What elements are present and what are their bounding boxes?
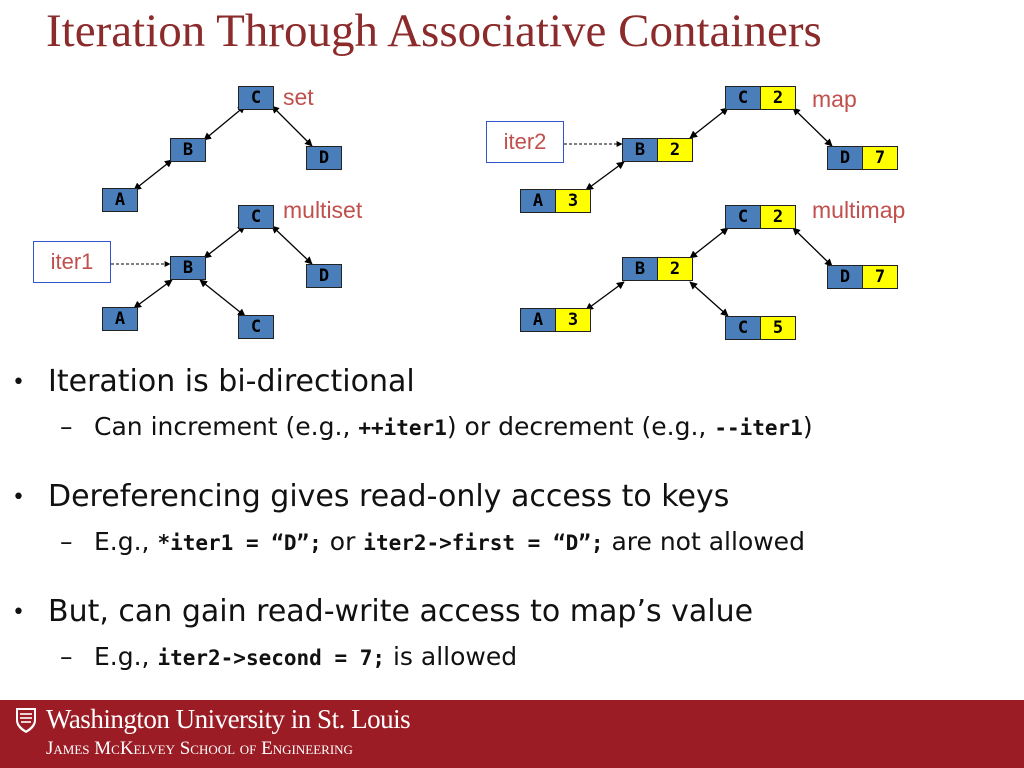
node-key: D: [828, 266, 862, 288]
code-snippet: iter2->second = 7;: [157, 646, 386, 670]
bullet-1: • Iteration is bi-directional: [12, 364, 415, 399]
map-label: map: [812, 86, 857, 112]
bullet-2-text: Dereferencing gives read-only access to …: [48, 479, 730, 514]
code-snippet: *iter1 = “D”;: [157, 531, 322, 555]
slide-title: Iteration Through Associative Containers: [46, 5, 822, 57]
tree-diagram: [111, 105, 833, 317]
edge: [133, 279, 173, 309]
node-key: C: [239, 316, 273, 338]
sub-text: ): [802, 412, 813, 441]
sub-text: E.g.,: [94, 527, 158, 556]
node-value: 7: [862, 266, 897, 288]
node-value: 2: [657, 139, 692, 161]
node-key: C: [239, 206, 273, 228]
node-value: 7: [862, 147, 897, 169]
bullet-dot: •: [12, 485, 25, 510]
node-key: C: [726, 206, 760, 228]
edge: [792, 227, 833, 267]
node-key: C: [239, 87, 273, 109]
dash-marker: –: [60, 642, 73, 671]
node-key: A: [103, 189, 137, 211]
node-key: A: [521, 190, 555, 212]
bullet-3-text: But, can gain read-write access to map’s…: [48, 594, 754, 629]
sub-text: ) or decrement (e.g.,: [446, 412, 715, 441]
node-key: D: [828, 147, 862, 169]
code-snippet: --iter1: [714, 416, 803, 440]
edge: [689, 281, 729, 317]
edge: [203, 225, 246, 259]
bullet-dot: •: [12, 600, 25, 625]
multiset-node-c2: C: [238, 315, 274, 339]
set-node-a: A: [102, 188, 138, 212]
bullet-1-text: Iteration is bi-directional: [48, 364, 415, 399]
set-node-c: C: [238, 86, 274, 110]
multiset-node-a: A: [102, 307, 138, 331]
multiset-node-b: B: [170, 256, 206, 280]
sub-text: E.g.,: [94, 642, 158, 671]
node-key: B: [171, 257, 205, 279]
node-value: 3: [555, 190, 590, 212]
node-key: B: [623, 139, 657, 161]
footer-bar: Washington University in St. Louis James…: [0, 700, 1024, 768]
university-name: Washington University in St. Louis: [46, 704, 411, 734]
edge: [271, 105, 313, 147]
edge: [585, 281, 625, 311]
edge: [689, 227, 729, 259]
set-node-d: D: [306, 146, 342, 170]
bullet-3: • But, can gain read-write access to map’…: [12, 594, 753, 629]
dash-marker: –: [60, 527, 73, 556]
node-key: D: [307, 265, 341, 287]
node-key: D: [307, 147, 341, 169]
edge: [199, 279, 246, 317]
edge: [689, 107, 729, 139]
bullet-2: • Dereferencing gives read-only access to…: [12, 479, 729, 514]
school-name: James McKelvey School of Engineering: [46, 738, 353, 759]
dash-marker: –: [60, 412, 73, 441]
bullet-dot: •: [12, 370, 25, 395]
node-key: C: [726, 317, 760, 339]
node-key: B: [171, 139, 205, 161]
sub-text: or: [321, 527, 364, 556]
node-value: 2: [760, 206, 795, 228]
multiset-node-c: C: [238, 205, 274, 229]
node-key: C: [726, 87, 760, 109]
set-node-b: B: [170, 138, 206, 162]
node-value: 5: [760, 317, 795, 339]
sub-text: are not allowed: [603, 527, 805, 556]
node-value: 2: [760, 87, 795, 109]
iter2-box: iter2: [486, 121, 564, 163]
sub-bullet-3: –E.g., iter2->second = 7; is allowed: [60, 642, 517, 671]
edge: [271, 225, 313, 265]
sub-bullet-2: –E.g., *iter1 = “D”; or iter2->first = “…: [60, 527, 805, 556]
sub-bullet-1: –Can increment (e.g., ++iter1) or decrem…: [60, 412, 813, 441]
node-key: A: [103, 308, 137, 330]
multiset-label: multiset: [283, 197, 363, 223]
node-key: A: [521, 309, 555, 331]
edge: [585, 161, 625, 191]
node-key: B: [623, 258, 657, 280]
sub-text: is allowed: [385, 642, 518, 671]
iter1-box: iter1: [33, 241, 111, 283]
node-value: 2: [657, 258, 692, 280]
code-snippet: iter2->first = “D”;: [363, 531, 604, 555]
node-value: 3: [555, 309, 590, 331]
multimap-label: multimap: [812, 197, 906, 223]
edge: [792, 107, 833, 147]
edge: [133, 159, 173, 191]
multiset-node-d: D: [306, 264, 342, 288]
code-snippet: ++iter1: [358, 416, 447, 440]
set-label: set: [283, 84, 314, 110]
university-shield-icon: [16, 708, 36, 733]
edge: [203, 105, 246, 141]
sub-text: Can increment (e.g.,: [94, 412, 359, 441]
